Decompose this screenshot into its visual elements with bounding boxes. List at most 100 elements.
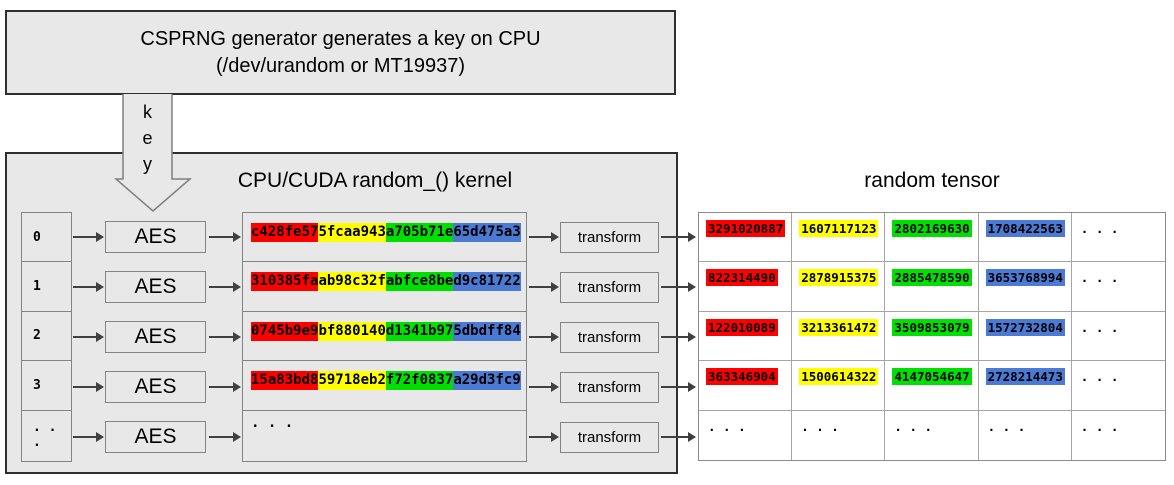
hex-row-3: 15a83bd859718eb2f72f0837a29d3fc9 <box>243 361 526 411</box>
tensor-value-yellow: 1607117123 <box>799 220 879 237</box>
tensor-cell: 1572732804 <box>978 311 1072 362</box>
tensor-value-green: 2802169630 <box>892 220 972 237</box>
aes-box: AES <box>105 371 206 403</box>
aes-output-block: c428fe575fcaa943a705b71e65d475a3 310385f… <box>242 212 527 462</box>
flow-arrow <box>529 332 559 342</box>
tensor-cell: 3291020887 <box>699 213 793 263</box>
tensor-cell: 4147054647 <box>885 361 979 411</box>
tensor-cell: 2728214473 <box>978 361 1072 411</box>
tensor-cell: 1708422563 <box>978 213 1072 263</box>
flow-arrow <box>209 432 241 442</box>
aes-box: AES <box>105 421 206 453</box>
kernel-row-2: AES transform <box>0 312 696 362</box>
tensor-value-blue: 2728214473 <box>985 368 1065 386</box>
transform-box: transform <box>560 322 659 353</box>
flow-arrow <box>209 332 241 342</box>
tensor-cell: . . . <box>1071 361 1165 411</box>
hex-seg-red: 0745b9e9 <box>251 321 319 341</box>
tensor-cell: 363346904 <box>699 361 793 411</box>
transform-label: transform <box>577 229 642 246</box>
tensor-dots: . . . <box>1080 418 1119 434</box>
key-arrow-label: k e y <box>123 99 172 177</box>
tensor-cell: . . . <box>1071 262 1165 312</box>
aes-label: AES <box>134 425 177 448</box>
hex-seg-green: a705b71e <box>385 223 454 242</box>
tensor-cell: 2878915375 <box>792 262 886 312</box>
hex-row-0: c428fe575fcaa943a705b71e65d475a3 <box>243 213 526 263</box>
tensor-value-yellow: 3213361472 <box>799 318 879 336</box>
aes-label: AES <box>134 375 177 398</box>
tensor-dots: . . . <box>1080 369 1119 385</box>
tensor-cell: 3213361472 <box>792 311 886 362</box>
tensor-cell: 3653768994 <box>978 262 1072 312</box>
tensor-value-blue: 1708422563 <box>985 220 1065 237</box>
tensor-value-yellow: 2878915375 <box>799 269 879 287</box>
flow-arrow <box>661 282 696 292</box>
counter-3: 3 <box>22 361 71 411</box>
transform-label: transform <box>577 279 642 296</box>
tensor-table: 3291020887 1607117123 2802169630 1708422… <box>698 212 1166 461</box>
aes-label: AES <box>134 225 177 248</box>
hex-seg-red: 15a83bd8 <box>251 371 319 391</box>
aes-label: AES <box>134 325 177 348</box>
flow-arrow <box>73 382 104 392</box>
key-letter-y: y <box>143 154 152 174</box>
tensor-cell: 1607117123 <box>792 213 886 263</box>
key-arrow-icon <box>113 94 193 212</box>
kernel-title: CPU/CUDA random_() kernel <box>237 169 513 192</box>
tensor-value-red: 3291020887 <box>706 220 786 237</box>
key-letter-e: e <box>142 128 153 148</box>
kernel-row-1: AES transform <box>0 262 696 312</box>
transform-box: transform <box>560 422 659 453</box>
counter-column: 0 1 2 3 . . . <box>21 212 72 462</box>
tensor-title: random tensor <box>864 169 1000 192</box>
tensor-cell: . . . <box>1071 312 1165 362</box>
flow-arrow <box>73 332 104 342</box>
csprng-generator-line1: CSPRNG generator generates a key on CPU <box>140 27 541 50</box>
tensor-value-red: 822314490 <box>706 269 778 287</box>
key-letter-k: k <box>143 102 152 122</box>
hex-seg-yellow: ab98c32f <box>318 272 386 292</box>
hex-seg-red: c428fe57 <box>251 223 319 242</box>
tensor-value-green: 4147054647 <box>892 368 972 386</box>
hex-row-2: 0745b9e9bf880140d1341b975dbdff84 <box>243 312 526 362</box>
flow-arrow <box>73 232 104 242</box>
transform-box: transform <box>560 272 659 303</box>
kernel-row-0: AES transform <box>0 212 696 262</box>
tensor-cell: 2802169630 <box>885 213 979 263</box>
tensor-value-yellow: 1500614322 <box>799 368 879 386</box>
flow-arrow <box>529 282 559 292</box>
transform-label: transform <box>577 379 642 396</box>
flow-arrow <box>661 332 696 342</box>
flow-arrow <box>209 232 241 242</box>
counter-1: 1 <box>22 262 71 312</box>
tensor-value-red: 363346904 <box>706 368 778 386</box>
counter-dots: . . . <box>33 420 57 451</box>
tensor-value-blue: 1572732804 <box>985 318 1065 336</box>
flow-arrow <box>661 432 696 442</box>
tensor-cell: 1500614322 <box>792 361 886 411</box>
tensor-value-green: 2885478590 <box>892 269 972 287</box>
flow-arrow <box>73 432 104 442</box>
tensor-dots: . . . <box>1080 221 1119 236</box>
csprng-generator-line2: (/dev/urandom or MT19937) <box>215 54 465 77</box>
aes-box: AES <box>105 271 206 303</box>
tensor-dots: . . . <box>1080 319 1119 335</box>
csprng-generator-box: CSPRNG generator generates a key on CPU … <box>5 10 676 95</box>
tensor-cell: . . . <box>699 410 793 460</box>
tensor-value-green: 3509853079 <box>892 318 972 336</box>
hex-seg-yellow: bf880140 <box>318 321 386 341</box>
hex-seg-green: f72f0837 <box>385 371 454 391</box>
kernel-row-dots: AES transform <box>0 412 696 462</box>
hex-seg-green: d1341b97 <box>385 321 454 341</box>
hex-seg-green: abfce8be <box>385 272 454 292</box>
tensor-dots: . . . <box>708 418 746 434</box>
counter-0: 0 <box>22 213 71 263</box>
transform-label: transform <box>577 329 642 346</box>
flow-arrow <box>661 382 696 392</box>
tensor-value-red: 122010089 <box>706 318 778 336</box>
tensor-cell: 3509853079 <box>885 311 979 362</box>
tensor-dots: . . . <box>801 418 839 434</box>
tensor-cell: 122010089 <box>699 311 793 362</box>
tensor-cell: . . . <box>979 410 1072 460</box>
